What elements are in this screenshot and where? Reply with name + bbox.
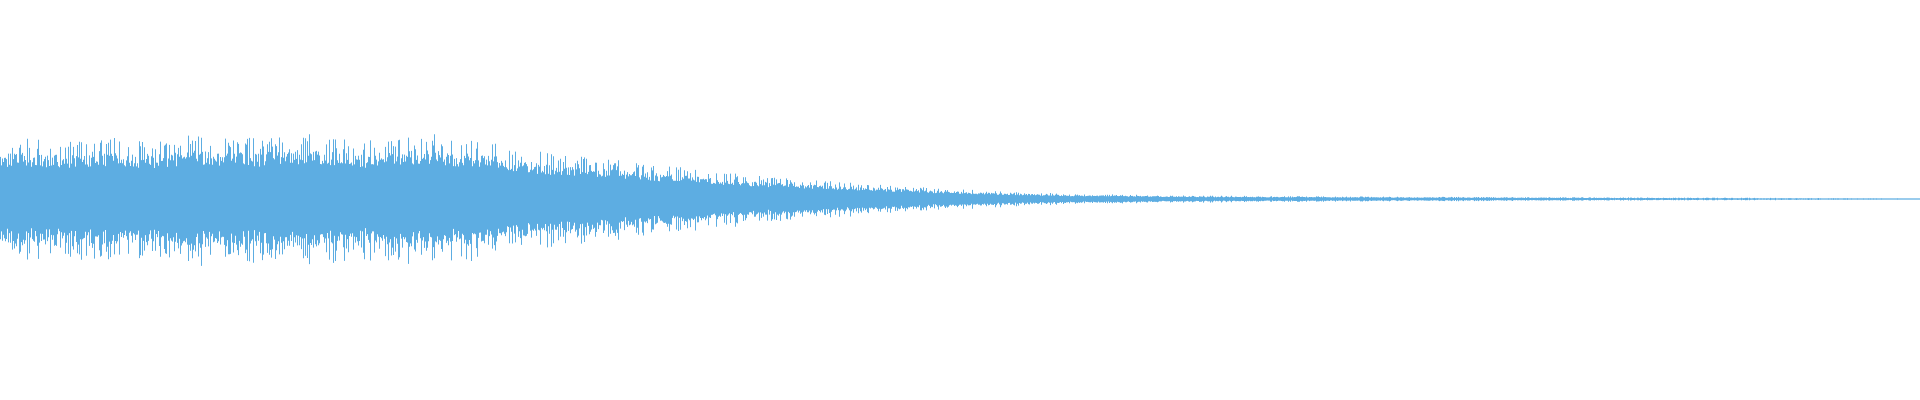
waveform-sample-lines xyxy=(0,134,1920,266)
waveform-samples xyxy=(0,134,1920,266)
